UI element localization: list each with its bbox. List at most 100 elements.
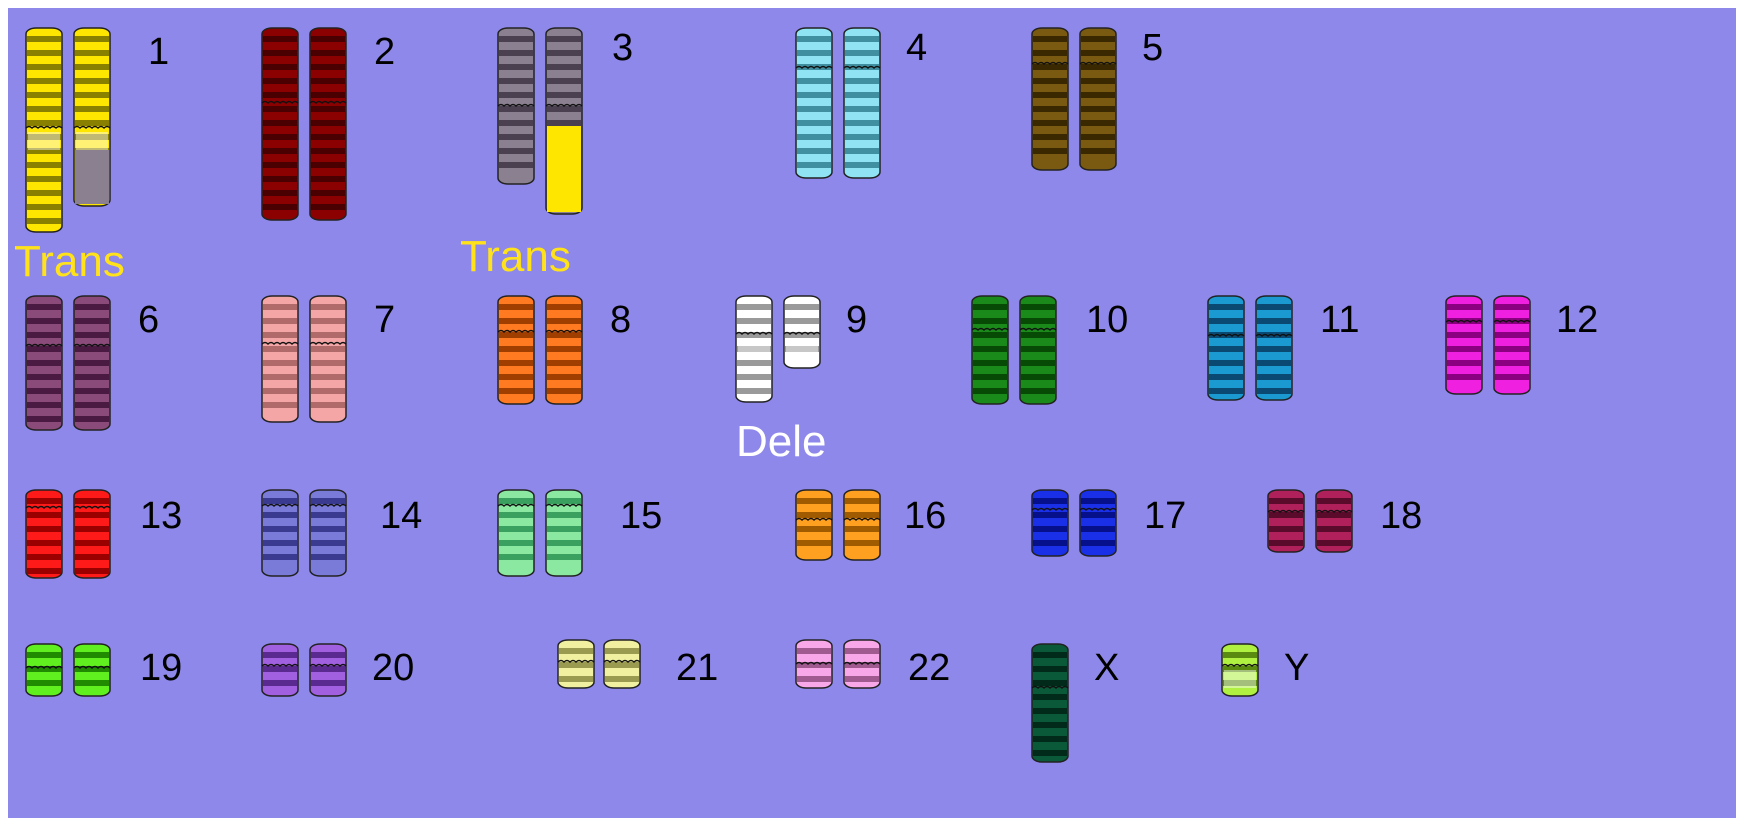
chromosome-label: 12	[1556, 299, 1598, 341]
chromosome-band	[263, 360, 297, 366]
chromatid-right	[310, 490, 346, 576]
chromosome-2	[262, 28, 346, 220]
chromosome-band	[311, 304, 345, 310]
chromosome-band	[845, 498, 879, 504]
chromosome-6	[26, 296, 110, 430]
chromosome-band	[973, 346, 1007, 352]
chromosome-band	[1209, 318, 1243, 324]
chromosome-band	[311, 374, 345, 380]
chromosome-band	[547, 512, 581, 518]
chromosome-band	[547, 92, 581, 98]
chromosome-label: 5	[1142, 27, 1163, 69]
chromatid-right	[1494, 296, 1530, 394]
chromosome-band	[547, 346, 581, 352]
chromosome-band	[1033, 694, 1067, 700]
chromosome-band	[797, 148, 831, 154]
chromatid-left	[26, 296, 62, 430]
chromosome-band	[75, 568, 109, 574]
chromosome-band	[311, 204, 345, 210]
chromosome-band	[845, 92, 879, 98]
chromosome-band	[547, 304, 581, 310]
chromosome-band	[311, 190, 345, 196]
chromosome-band	[1209, 360, 1243, 366]
chromatid-right	[546, 490, 582, 576]
chromatid-left	[26, 644, 62, 696]
chromosome-band	[311, 402, 345, 408]
chromosome-band	[1209, 304, 1243, 310]
chromosome-band	[27, 318, 61, 324]
chromosome-band	[263, 402, 297, 408]
chromosome-band	[27, 204, 61, 210]
chromosome-band	[1033, 78, 1067, 84]
chromosome-band	[311, 498, 345, 504]
chromosome-band	[973, 304, 1007, 310]
chromosome-band	[1495, 346, 1529, 352]
chromosome-band	[263, 346, 297, 352]
chromosome-band	[27, 388, 61, 394]
chromosome-band	[499, 346, 533, 352]
chromosome-band	[797, 648, 831, 654]
chromatid-right	[784, 296, 820, 368]
chromatid-left	[736, 296, 772, 402]
chromosome-band	[311, 92, 345, 98]
chromatid-left	[498, 296, 534, 404]
chromosome-band	[1033, 540, 1067, 546]
chromosome-5	[1032, 28, 1116, 170]
chromosome-band	[845, 676, 879, 682]
chromosome-band	[1033, 652, 1067, 658]
chromosome-band	[75, 78, 109, 84]
chromosome-band	[1033, 750, 1067, 756]
chromosome-11	[1208, 296, 1292, 400]
chromosome-band	[1081, 134, 1115, 140]
chromosome-band	[547, 120, 581, 126]
chromosome-band	[27, 526, 61, 532]
chromosome-band	[1021, 304, 1055, 310]
translocation-label-1: Trans	[14, 237, 125, 286]
chromosome-band	[1495, 374, 1529, 380]
chromatid-right	[844, 28, 880, 178]
chromosome-band	[311, 526, 345, 532]
chromosome-band	[737, 304, 771, 310]
chromosome-band	[263, 304, 297, 310]
chromosome-band	[845, 36, 879, 42]
chromosome-label: 2	[374, 31, 395, 73]
chromosome-band	[1257, 318, 1291, 324]
chromosome-band	[797, 676, 831, 682]
chromosome-band	[547, 498, 581, 504]
chromosome-band	[785, 318, 819, 324]
chromosome-band	[1447, 304, 1481, 310]
chromosome-7	[262, 296, 346, 422]
translocated-segment	[547, 126, 581, 212]
chromatid-left	[26, 28, 62, 232]
chromosome-band	[1021, 374, 1055, 380]
chromosome-band	[1033, 134, 1067, 140]
chromosome-band	[311, 680, 345, 686]
chromosome-band	[1033, 120, 1067, 126]
chromosome-band	[1269, 540, 1303, 546]
chromosome-band	[263, 526, 297, 532]
chromosome-band	[1447, 346, 1481, 352]
chromosome-band	[845, 50, 879, 56]
chromatid-left	[1032, 28, 1068, 170]
chromosome-band	[311, 78, 345, 84]
chromatid-right	[74, 28, 110, 206]
chromosome-band	[1033, 36, 1067, 42]
deletion-label-9: Dele	[736, 417, 827, 466]
chromosome-band	[797, 134, 831, 140]
chromatid-left	[1208, 296, 1244, 400]
chromatid-right	[310, 296, 346, 422]
chromosome-label: 18	[1380, 495, 1422, 537]
chromosome-band	[1257, 346, 1291, 352]
chromosome-band	[499, 540, 533, 546]
chromatid-right	[1316, 490, 1352, 552]
chromosome-label: 7	[374, 299, 395, 341]
chromosome-label: 20	[372, 647, 414, 689]
chromosome-band	[1495, 304, 1529, 310]
chromatid-left	[262, 28, 298, 220]
chromosome-band	[263, 134, 297, 140]
chromosome-label: Y	[1284, 647, 1309, 689]
hatched-region	[786, 338, 818, 356]
chromosome-16	[796, 490, 880, 560]
chromosome-band	[1033, 722, 1067, 728]
hatched-region	[28, 132, 60, 150]
